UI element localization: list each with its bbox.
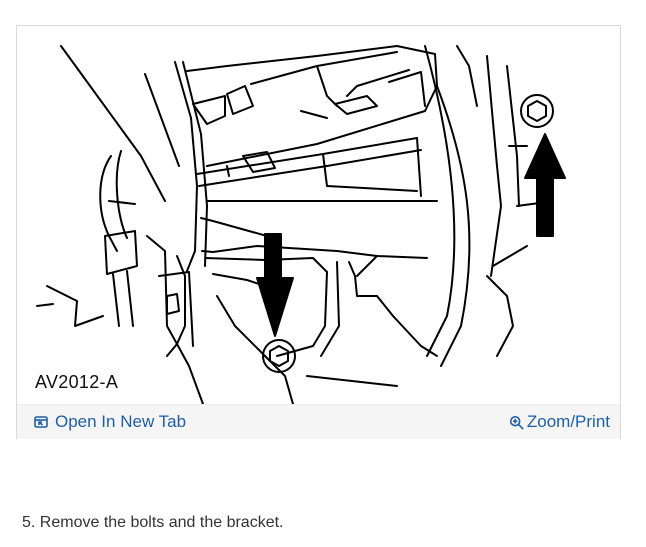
lower-bolt-head xyxy=(269,345,289,367)
upper-bolt-head xyxy=(527,100,547,122)
figure-action-bar: Open In New Tab Zoom/Print xyxy=(17,404,620,439)
bracket-diagram[interactable] xyxy=(17,26,620,404)
figure-card: AV2012-A Open In New Tab xyxy=(16,25,621,439)
upper-bolt-icon xyxy=(520,94,554,128)
figure-caption: AV2012-A xyxy=(35,372,119,392)
instruction-step: 5. Remove the bolts and the bracket. xyxy=(22,514,284,531)
zoom-print-label: Zoom/Print xyxy=(526,412,610,431)
open-in-new-tab-label: Open In New Tab xyxy=(55,412,187,431)
up-arrow-icon xyxy=(524,133,566,237)
open-in-new-tab-icon xyxy=(33,414,49,430)
zoom-print-link[interactable]: Zoom/Print xyxy=(509,405,610,439)
zoom-in-icon xyxy=(509,414,525,430)
open-in-new-tab-link[interactable]: Open In New Tab xyxy=(33,405,186,439)
down-arrow-icon xyxy=(256,233,294,337)
lower-bolt-icon xyxy=(262,339,296,373)
